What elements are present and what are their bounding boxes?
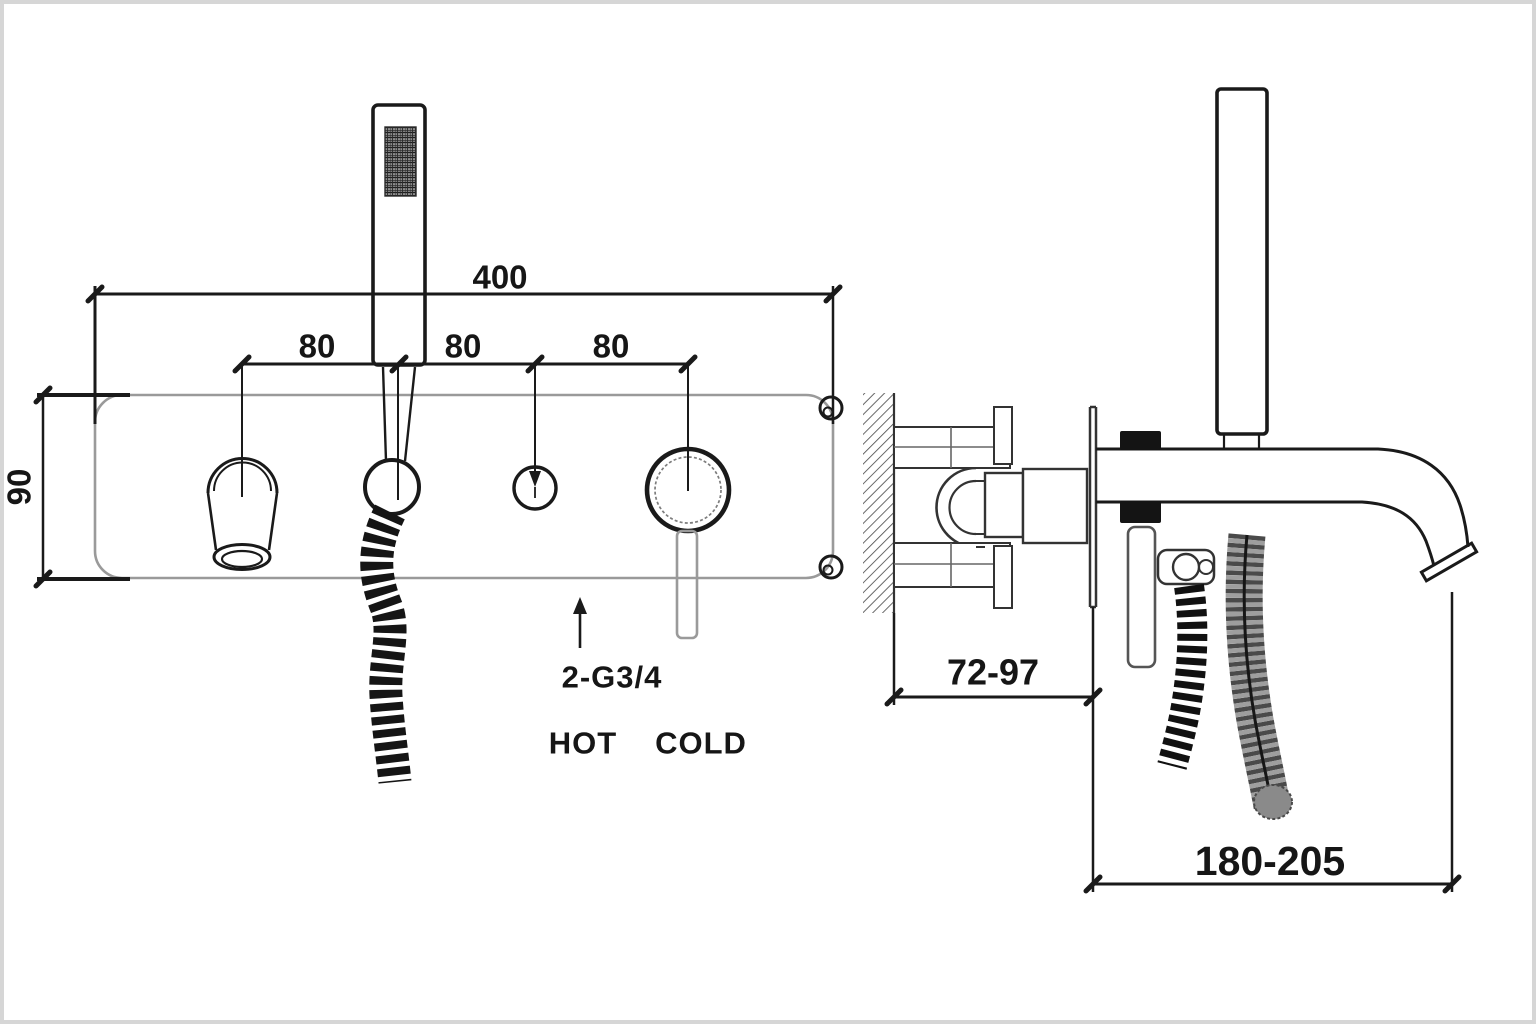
mixer-inner-ring	[654, 456, 722, 524]
valve-body-side	[893, 406, 1089, 609]
dim-text-180-205: 180-205	[1195, 838, 1345, 884]
hose-core-line	[1242, 534, 1274, 807]
dimension-plate-height: 90	[1, 385, 130, 589]
nut-bore-small	[1198, 559, 1214, 575]
connection-callout: 2-G3/4	[562, 597, 663, 695]
dim-text-90: 90	[1, 469, 38, 506]
spout-mouth-outer	[212, 543, 272, 571]
spout-side	[206, 492, 218, 551]
hose-end-tip	[1253, 784, 1293, 820]
connection-label: 2-G3/4	[562, 660, 663, 695]
dim-text-80-2: 80	[445, 328, 482, 365]
trim-plate-side	[1088, 405, 1098, 609]
side-view: 72-97 180-205	[863, 87, 1479, 894]
wand-handle-side	[403, 366, 417, 462]
screw-outer	[818, 395, 844, 421]
dim-tick	[232, 354, 252, 374]
seal-ring-top	[1120, 431, 1161, 450]
dim-tick	[823, 284, 843, 304]
lever-handle-side	[1126, 525, 1157, 669]
screw-inner	[822, 564, 834, 576]
fixing-screw-top	[818, 395, 844, 421]
u-pipe-outer	[935, 466, 977, 549]
hot-label: HOT	[549, 726, 617, 761]
spray-face	[384, 126, 417, 197]
dim-tick	[678, 354, 698, 374]
diverter-front	[512, 465, 558, 511]
dim-tick	[33, 385, 53, 405]
spout-side	[267, 492, 279, 551]
dim-text-80-3: 80	[593, 328, 630, 365]
dim-text-72-97: 72-97	[947, 652, 1039, 693]
shower-hose-coil-front	[360, 504, 412, 784]
dim-tick	[525, 354, 545, 374]
cartridge-block-large	[1021, 467, 1089, 545]
spout-tip-cap	[1419, 541, 1479, 583]
u-pipe-inner	[948, 479, 977, 536]
spout-outer-arc	[206, 457, 279, 494]
handshower-front	[360, 103, 427, 784]
dimension-port-spacing: 80 80 80	[232, 328, 698, 498]
bracket-tab-top	[993, 406, 1013, 465]
dim-text-400: 400	[472, 259, 527, 296]
dimension-wall-depth: 72-97	[884, 607, 1103, 892]
bracket-tab-bottom	[993, 545, 1013, 609]
dim-tick	[1083, 874, 1103, 894]
handshower-wand-side	[1215, 87, 1269, 436]
dim-tick	[33, 569, 53, 589]
wall-plate-front	[93, 393, 835, 580]
dim-tick	[1083, 687, 1103, 707]
dim-tick	[85, 284, 105, 304]
diverter-knob	[512, 465, 558, 511]
screw-outer	[818, 554, 844, 580]
dim-tick	[1442, 874, 1462, 894]
fixing-screw-bottom	[818, 554, 844, 580]
down-arrowhead	[529, 471, 541, 487]
port-block-bottom	[893, 542, 1011, 588]
spout-inner-arc	[213, 461, 272, 492]
spout-top-edge	[1096, 447, 1470, 548]
cartridge-block-small	[983, 471, 1025, 539]
seal-ring-bottom	[1120, 501, 1161, 523]
mixer-control-front	[644, 446, 732, 640]
wand-handle-side	[381, 366, 388, 462]
holder-socket	[363, 458, 421, 516]
dim-tick	[884, 687, 904, 707]
dim-text-80-1: 80	[299, 328, 336, 365]
braided-hose-side	[1225, 533, 1293, 820]
spout-bottom-edge	[1096, 500, 1436, 567]
hose-nut-fitting	[1156, 548, 1216, 586]
dimension-overall-width: 400	[85, 259, 843, 424]
cold-label: COLD	[655, 726, 747, 761]
spout-side	[1096, 431, 1479, 583]
tub-spout-front	[206, 457, 279, 571]
dimension-spout-reach: 180-205	[1083, 592, 1462, 894]
up-arrowhead	[573, 597, 587, 614]
front-view: 400 80 80 80 90	[1, 103, 844, 784]
lever-handle-front	[675, 529, 699, 640]
spout-mouth-inner	[220, 549, 264, 569]
hose-spring-side	[1157, 583, 1208, 770]
wall-hatch	[863, 393, 894, 613]
